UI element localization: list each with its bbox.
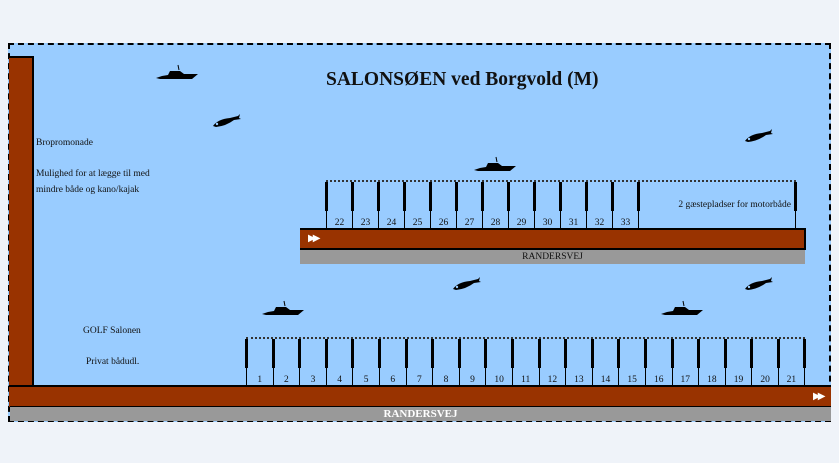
slip-7[interactable]: 7 — [404, 339, 433, 387]
fast-forward-icon: ▶▶ — [813, 391, 826, 402]
slip-12[interactable]: 12 — [537, 339, 566, 387]
lower-road-randersvej: RANDERSVEJ — [10, 406, 831, 421]
slip-3[interactable]: 3 — [298, 339, 326, 387]
privat-label: Privat bådudl. — [86, 357, 140, 367]
upper-pier: ▶▶ — [300, 228, 806, 250]
lower-pier: ▶▶ — [9, 385, 831, 407]
slip-21[interactable]: 21 — [776, 339, 806, 387]
slip-4[interactable]: 4 — [324, 339, 353, 387]
slip-27[interactable]: 27 — [455, 182, 482, 230]
page-title: SALONSØEN ved Borgvold (M) — [326, 69, 599, 90]
fish-icon — [745, 277, 773, 290]
mulighed-label-1: Mulighed for at lægge til med — [36, 169, 150, 179]
fish-icon — [213, 114, 241, 127]
slip-16[interactable]: 16 — [643, 339, 672, 387]
slip-26[interactable]: 26 — [429, 182, 456, 230]
upper-road-randersvej: RANDERSVEJ — [300, 250, 805, 264]
slip-31[interactable]: 31 — [559, 182, 586, 230]
mulighed-label-2: mindre både og kano/kajak — [36, 185, 140, 195]
slip-32[interactable]: 32 — [585, 182, 612, 230]
slip-17[interactable]: 17 — [670, 339, 699, 387]
boat-icon — [156, 64, 198, 79]
fast-forward-icon: ▶▶ — [308, 233, 321, 244]
slip-10[interactable]: 10 — [484, 339, 512, 387]
upper-dock-slips: 22 23 24 25 26 27 28 29 30 31 32 33 2 gæ… — [325, 180, 797, 230]
fish-icon — [745, 129, 773, 142]
slip-20[interactable]: 20 — [750, 339, 778, 387]
slip-18[interactable]: 18 — [697, 339, 725, 387]
slip-19[interactable]: 19 — [723, 339, 752, 387]
boat-icon — [262, 300, 304, 315]
bropromonade-label: Bropromonade — [36, 138, 93, 148]
slip-9[interactable]: 9 — [457, 339, 486, 387]
slip-25[interactable]: 25 — [403, 182, 430, 230]
boat-icon — [474, 156, 516, 171]
slip-30[interactable]: 30 — [533, 182, 560, 230]
slip-11[interactable]: 11 — [510, 339, 539, 387]
slip-24[interactable]: 24 — [377, 182, 404, 230]
slip-29[interactable]: 29 — [507, 182, 534, 230]
slip-5[interactable]: 5 — [351, 339, 379, 387]
slip-15[interactable]: 15 — [617, 339, 645, 387]
slip-6[interactable]: 6 — [377, 339, 406, 387]
slip-2[interactable]: 2 — [271, 339, 300, 387]
slip-1[interactable]: 1 — [245, 339, 273, 387]
slip-13[interactable]: 13 — [564, 339, 592, 387]
guest-spaces-slip[interactable]: 2 gæstepladser for motorbåde — [637, 182, 797, 230]
golf-label: GOLF Salonen — [83, 326, 141, 336]
lower-dock-slips: 1 2 3 4 5 6 7 8 9 10 11 12 13 14 15 16 1… — [245, 337, 806, 387]
fish-icon — [453, 277, 481, 290]
slip-22[interactable]: 22 — [325, 182, 352, 230]
slip-28[interactable]: 28 — [481, 182, 508, 230]
slip-8[interactable]: 8 — [431, 339, 459, 387]
slip-33[interactable]: 33 — [611, 182, 638, 230]
bropromonade-pier — [9, 56, 34, 387]
slip-14[interactable]: 14 — [590, 339, 619, 387]
slip-23[interactable]: 23 — [351, 182, 378, 230]
boat-icon — [661, 300, 703, 315]
